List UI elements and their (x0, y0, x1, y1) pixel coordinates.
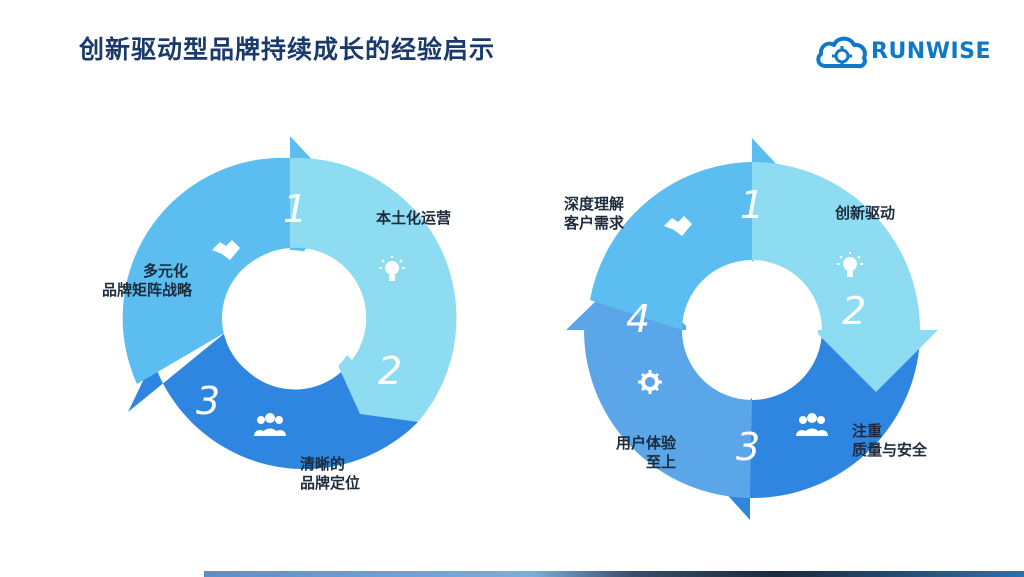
cloud-gear-icon (816, 36, 867, 69)
right-step-1-number: 1 (740, 183, 764, 227)
right-label-3: 注重 质量与安全 (852, 422, 928, 459)
right-label-1: 深度理解 客户需求 (564, 195, 625, 232)
lightbulb-icon (379, 256, 405, 281)
right-label-2: 创新驱动 (835, 204, 896, 222)
left-segment-2 (290, 157, 457, 422)
left-label-2: 清晰的 品牌定位 (300, 455, 361, 492)
people-icon (796, 413, 828, 436)
left-label-1: 本土化运营 (376, 209, 452, 227)
logo-text: RUNWISE (871, 39, 992, 64)
people-icon (254, 413, 286, 436)
right-step-2-number: 2 (842, 289, 866, 333)
right-cycle: 1 2 3 4 (566, 138, 938, 520)
right-step-3-number: 3 (736, 425, 760, 469)
right-step-4-number: 4 (626, 297, 650, 341)
page-title: 创新驱动型品牌持续成长的经验启示 (79, 35, 496, 64)
bottom-accent-bar (204, 571, 1024, 577)
left-label-3: 多元化 品牌矩阵战略 (101, 262, 192, 299)
right-segment-2 (752, 162, 938, 392)
left-step-1-number: 1 (283, 187, 307, 231)
left-step-3-number: 3 (196, 379, 220, 423)
lightbulb-icon (837, 252, 863, 277)
runwise-logo: RUNWISE (814, 32, 994, 74)
left-step-2-number: 2 (378, 349, 402, 393)
handshake-icon (664, 216, 692, 236)
gear-icon (638, 370, 662, 394)
right-label-4: 用户体验 至上 (615, 434, 676, 471)
left-segment-3 (128, 332, 418, 470)
handshake-icon (212, 240, 240, 260)
left-cycle: 1 2 3 (122, 136, 457, 470)
